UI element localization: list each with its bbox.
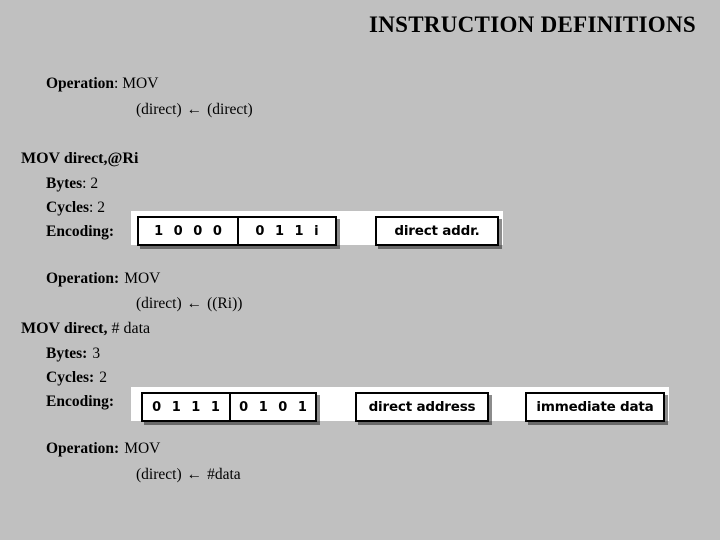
- bytes-value: 2: [90, 175, 99, 192]
- mnemonic-bold-part: MOV direct,: [21, 320, 108, 337]
- cycles-row-mov-direct-data: Cycles:2: [46, 370, 107, 386]
- cycles-label: Cycles: [46, 199, 90, 216]
- top-operation-expression: (direct)←(direct): [136, 102, 253, 118]
- expression-right: (direct): [207, 101, 253, 118]
- opcode-nibble-cell: 0 1 0 1: [229, 394, 315, 420]
- mnemonic-operand-part: # data: [111, 320, 151, 337]
- operation-value: MOV: [124, 440, 161, 457]
- bytes-row-mov-direct-ri: Bytes: 2: [46, 176, 98, 192]
- bytes-value: 3: [92, 345, 101, 362]
- expression-right: #data: [207, 466, 241, 483]
- bytes-label: Bytes:: [46, 345, 88, 362]
- cycles-label: Cycles:: [46, 369, 95, 386]
- opcode-nibble-cell: 0 1 1 i: [237, 218, 335, 244]
- cycles-separator: :: [89, 199, 98, 216]
- bytes-label: Bytes: [46, 175, 83, 192]
- encoding-label: Encoding: [46, 223, 109, 240]
- expression-left: (direct): [136, 466, 182, 483]
- encoding-opcode-group-mov-direct-data: 0 1 1 1 0 1 0 1: [141, 392, 317, 422]
- operation-value: MOV: [124, 270, 161, 287]
- operation-label: Operation:: [46, 270, 120, 287]
- left-arrow-icon: ←: [186, 466, 203, 483]
- operand-field-direct-address: direct address: [355, 392, 489, 422]
- encoding-opcode-group-mov-direct-ri: 1 0 0 0 0 1 1 i: [137, 216, 337, 246]
- bytes-row-mov-direct-data: Bytes:3: [46, 346, 100, 362]
- operation-label: Operation:: [46, 440, 120, 457]
- encoding-separator: :: [108, 393, 115, 410]
- operation-row-mov-direct-data: Operation:MOV: [46, 441, 160, 457]
- encoding-row-mov-direct-ri: Encoding:: [46, 224, 114, 240]
- cycles-value: 2: [97, 199, 105, 216]
- operation-expression-mov-direct-ri: (direct)←((Ri)): [136, 296, 242, 312]
- encoding-label: Encoding: [46, 393, 109, 410]
- expression-left: (direct): [136, 101, 182, 118]
- operand-field-direct-addr: direct addr.: [375, 216, 499, 246]
- operation-separator: :: [114, 75, 123, 92]
- operand-field-immediate-data: immediate data: [525, 392, 665, 422]
- instruction-mnemonic-mov-direct-data: MOV direct,# data: [21, 321, 150, 337]
- operation-value: MOV: [122, 75, 159, 92]
- bytes-separator: :: [82, 175, 91, 192]
- top-operation-row: Operation: MOV: [46, 76, 158, 92]
- instruction-mnemonic-mov-direct-ri: MOV direct,@Ri: [21, 150, 139, 167]
- operation-row-mov-direct-ri: Operation:MOV: [46, 271, 160, 287]
- page-title: INSTRUCTION DEFINITIONS: [368, 12, 696, 37]
- left-arrow-icon: ←: [186, 295, 203, 312]
- cycles-value: 2: [99, 369, 107, 386]
- cycles-row-mov-direct-ri: Cycles: 2: [46, 200, 105, 216]
- encoding-row-mov-direct-data: Encoding:: [46, 394, 114, 410]
- operation-expression-mov-direct-data: (direct)←#data: [136, 467, 241, 483]
- left-arrow-icon: ←: [186, 101, 203, 118]
- expression-left: (direct): [136, 295, 182, 312]
- opcode-nibble-cell: 0 1 1 1: [143, 394, 229, 420]
- encoding-separator: :: [108, 223, 115, 240]
- expression-right: ((Ri)): [207, 295, 243, 312]
- operation-label: Operation: [46, 75, 115, 92]
- opcode-nibble-cell: 1 0 0 0: [139, 218, 237, 244]
